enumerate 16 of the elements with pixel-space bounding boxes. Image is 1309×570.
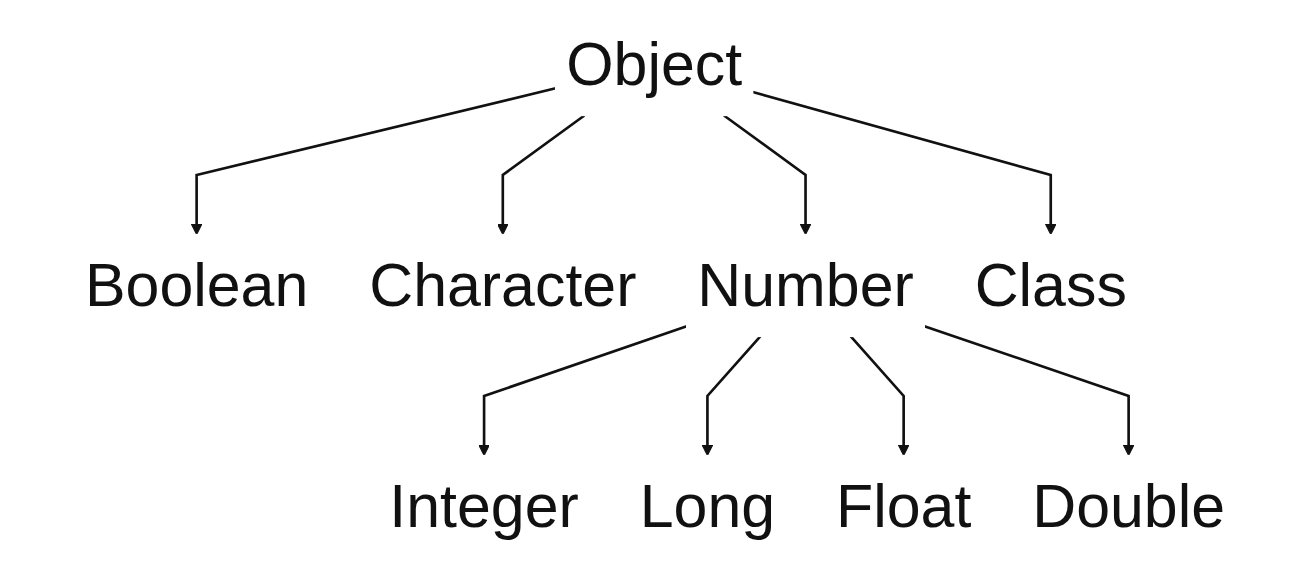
arrow <box>477 324 687 456</box>
node-text: Float <box>835 470 971 540</box>
node-text: Object <box>565 28 742 98</box>
node-text: Number <box>696 249 914 319</box>
arrow <box>701 335 761 456</box>
node-text: Long <box>639 470 775 540</box>
arrow <box>923 324 1134 456</box>
arrow <box>722 113 811 235</box>
node-text: Boolean <box>84 249 308 319</box>
node-text: Double <box>1031 470 1225 540</box>
arrow <box>190 86 556 235</box>
arrow <box>849 335 909 456</box>
node-text: Class <box>974 249 1127 319</box>
arrow <box>496 113 585 235</box>
node-text: Integer <box>388 470 579 540</box>
node-text: Character <box>368 249 636 319</box>
